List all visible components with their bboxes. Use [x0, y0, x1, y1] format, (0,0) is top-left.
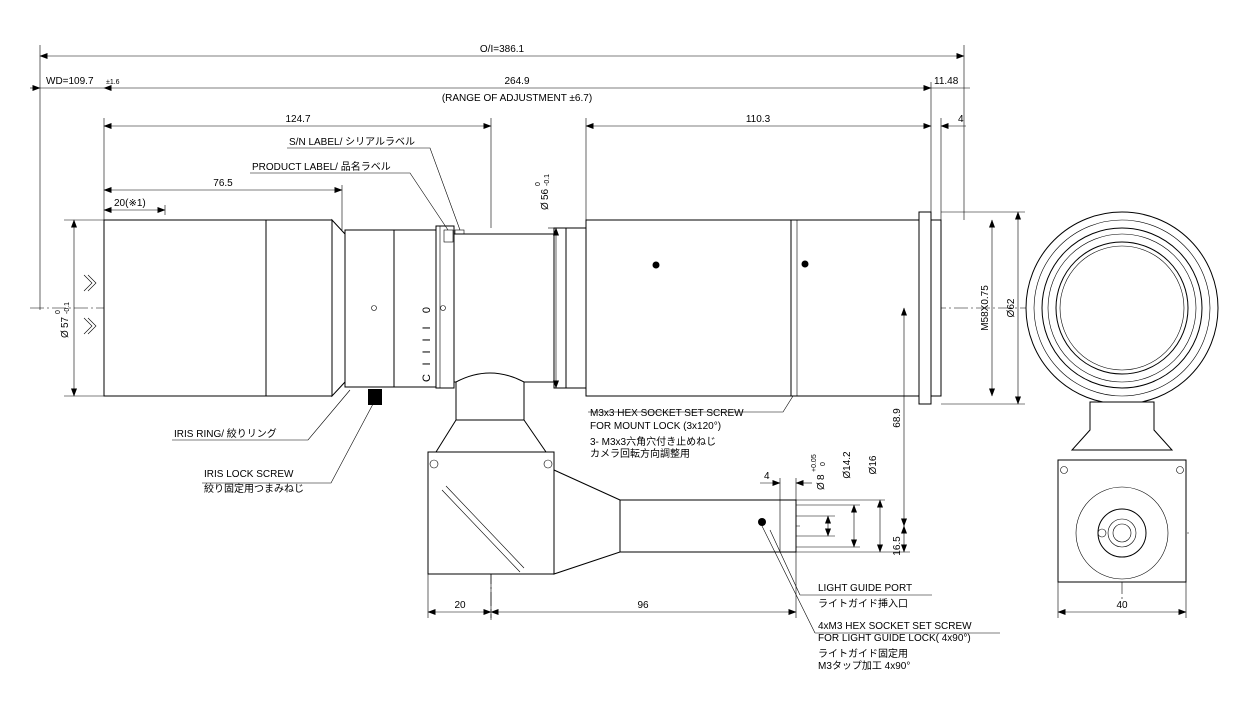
dimension-lines	[30, 45, 1187, 618]
dim-range-adjust: (RANGE OF ADJUSTMENT ±6.7)	[442, 93, 592, 104]
light-port-callout-en: LIGHT GUIDE PORT	[818, 583, 912, 594]
light-port-callout-jp: ライトガイド挿入口	[818, 597, 908, 610]
dim-dia-symbol-8: Ø	[816, 482, 827, 490]
dim-dia-57: 57	[60, 316, 71, 328]
iris-scale-5: C	[421, 374, 433, 382]
dim-76-5: 76.5	[213, 178, 233, 189]
dim-20-bottom: 20	[454, 600, 466, 611]
dim-dia-57-tol-bottom: -0.1	[64, 302, 71, 314]
iris-ring-callout: IRIS RING/ 絞りリング	[174, 427, 277, 440]
dim-4-port: 4	[764, 471, 770, 482]
dim-dia-56-tol-top: 0	[535, 182, 542, 186]
dim-wd: WD=109.7	[46, 76, 94, 87]
dim-96: 96	[637, 600, 649, 611]
iris-lock-callout-en: IRIS LOCK SCREW	[204, 469, 294, 480]
iris-scale-3: I	[421, 350, 433, 353]
dim-wd-tol: ±1.6	[106, 79, 120, 86]
iris-lock-callout-jp: 絞り固定用つまみねじ	[204, 482, 304, 495]
dim-dia-56-tol-bottom: -0.1	[544, 174, 551, 186]
product-label-callout: PRODUCT LABEL/ 品名ラベル	[252, 160, 391, 173]
sn-label-callout: S/N LABEL/ シリアルラベル	[289, 136, 415, 148]
dim-dia-symbol-57: Ø	[60, 330, 71, 338]
light-lock-callout-1: 4xM3 HEX SOCKET SET SCREW	[818, 621, 972, 632]
lens-front-view	[1025, 211, 1219, 583]
mount-lock-callout-4: カメラ回転方向調整用	[590, 447, 690, 460]
leader-lines	[172, 147, 1000, 634]
iris-scale-0: 0	[421, 307, 433, 313]
dim-110-3: 110.3	[746, 114, 771, 125]
dim-dia-56: 56	[540, 188, 551, 200]
dim-dia-8-tol-bottom: 0	[820, 462, 827, 466]
dim-264-9: 264.9	[504, 76, 529, 87]
dim-16-5: 16.5	[892, 536, 903, 556]
dim-124-7: 124.7	[285, 114, 310, 125]
mount-lock-callout-1: M3x3 HEX SOCKET SET SCREW	[590, 408, 744, 419]
dim-68-9: 68.9	[892, 408, 903, 428]
light-guide-side	[427, 372, 797, 575]
light-lock-callout-4: M3タップ加工 4x90°	[818, 660, 910, 672]
dim-dia-symbol-56: Ø	[540, 202, 551, 210]
dim-dia-8: 8	[816, 474, 827, 480]
dim-dia-62: Ø62	[1006, 298, 1017, 317]
dim-4-top: 4	[958, 114, 964, 125]
dim-11-48: 11.48	[934, 76, 959, 87]
light-lock-callout-3: ライトガイド固定用	[818, 647, 908, 660]
dim-m58: M58X0.75	[980, 285, 991, 331]
dim-dia-16: Ø16	[868, 455, 879, 474]
mount-lock-callout-3: 3- M3x3六角穴付き止めねじ	[590, 435, 716, 448]
iris-scale-2: I	[421, 338, 433, 341]
dimension-text: O/I=386.1 WD=109.7 ±1.6 264.9 (RANGE OF …	[46, 44, 1128, 611]
dim-dia-8-tol-top: +0.05	[811, 454, 818, 472]
dim-40: 40	[1116, 600, 1128, 611]
callout-labels: S/N LABEL/ シリアルラベル PRODUCT LABEL/ 品名ラベル …	[174, 136, 972, 672]
iris-scale-4: I	[421, 362, 433, 365]
dim-20-note: 20(※1)	[114, 198, 146, 209]
iris-scale-1: I	[421, 326, 433, 329]
dim-dia-14-2: Ø14.2	[842, 451, 853, 479]
light-lock-callout-2: FOR LIGHT GUIDE LOCK( 4x90°)	[818, 633, 971, 644]
lens-side-view: 0 I I I I C	[83, 211, 942, 405]
mount-lock-callout-2: FOR MOUNT LOCK (3x120°)	[590, 421, 721, 432]
dim-overall: O/I=386.1	[480, 44, 525, 55]
dim-dia-57-tol-top: 0	[55, 310, 62, 314]
